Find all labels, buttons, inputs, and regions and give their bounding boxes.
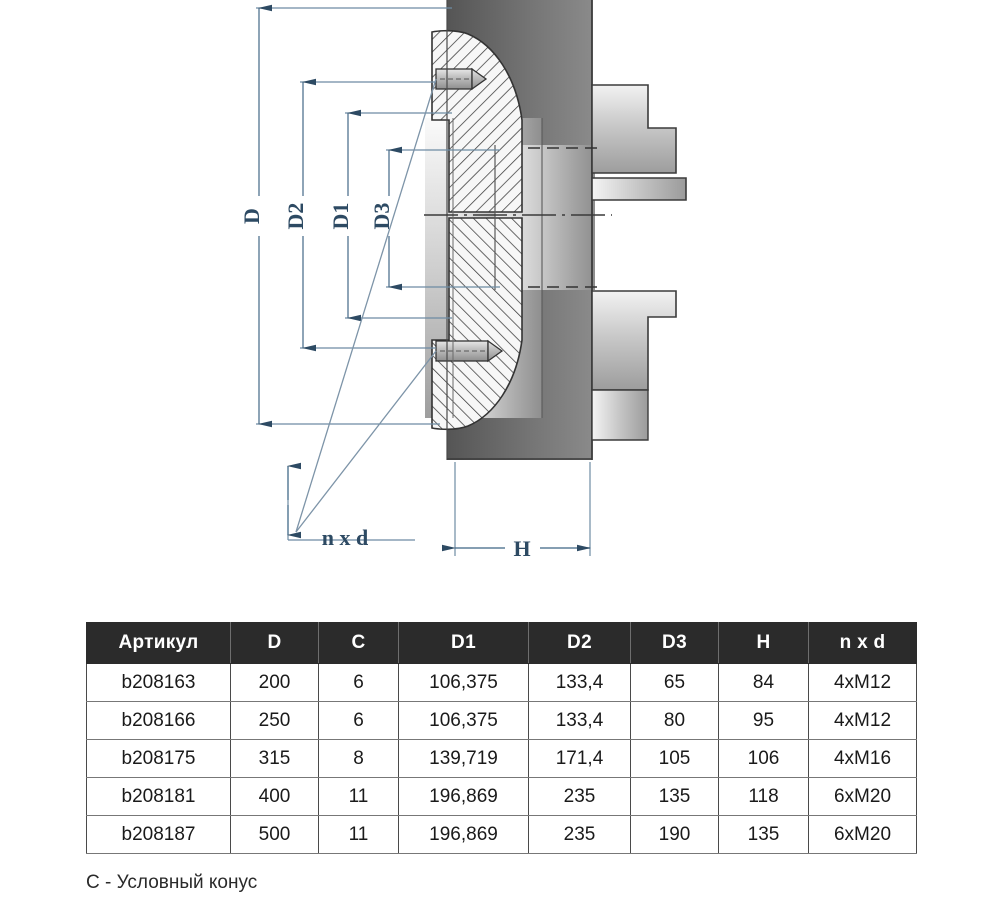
- cell-D1: 139,719: [398, 739, 529, 778]
- cell-nxd: 4хМ16: [808, 739, 917, 778]
- cell-D3: 135: [630, 777, 719, 816]
- cell-C: 11: [318, 777, 399, 816]
- cell-nxd: 6хМ20: [808, 777, 917, 816]
- cell-D2: 133,4: [528, 701, 631, 740]
- column-header-D2: D2: [528, 622, 631, 664]
- chuck-body-group: [424, 0, 687, 460]
- cell-nxd: 4хМ12: [808, 663, 917, 702]
- column-header-C: C: [318, 622, 399, 664]
- specification-table: Артикул D C D1 D2 D3 H n x d b208163 200…: [86, 622, 917, 854]
- cell-H: 84: [718, 663, 809, 702]
- column-header-D1: D1: [398, 622, 529, 664]
- dimension-H: [442, 462, 591, 556]
- cell-D1: 196,869: [398, 777, 529, 816]
- cell-D2: 133,4: [528, 663, 631, 702]
- cell-nxd: 6хМ20: [808, 815, 917, 854]
- cell-C: 6: [318, 663, 399, 702]
- cell-D2: 235: [528, 815, 631, 854]
- cell-article: b208163: [86, 663, 231, 702]
- cell-article: b208166: [86, 701, 231, 740]
- cell-C: 8: [318, 739, 399, 778]
- dimension-label-D: D: [239, 208, 264, 224]
- column-header-nxd: n x d: [808, 622, 917, 664]
- cell-H: 106: [718, 739, 809, 778]
- dimension-label-nxd: n x d: [322, 525, 368, 550]
- cell-H: 118: [718, 777, 809, 816]
- cell-D: 315: [230, 739, 319, 778]
- cell-D1: 106,375: [398, 663, 529, 702]
- cell-H: 95: [718, 701, 809, 740]
- lower-jaw: [591, 290, 677, 441]
- cell-D: 500: [230, 815, 319, 854]
- dimension-label-H: H: [513, 536, 530, 561]
- cell-D3: 65: [630, 663, 719, 702]
- cell-H: 135: [718, 815, 809, 854]
- nxd-leader-lines: [287, 78, 437, 541]
- table-row: b208175 315 8 139,719 171,4 105 106 4хМ1…: [86, 739, 917, 778]
- column-header-D3: D3: [630, 622, 719, 664]
- column-header-D: D: [230, 622, 319, 664]
- column-header-H: H: [718, 622, 809, 664]
- cell-D2: 235: [528, 777, 631, 816]
- cell-article: b208187: [86, 815, 231, 854]
- cell-C: 11: [318, 815, 399, 854]
- technical-drawing: D D2 D1 D3 n x d H: [239, 0, 687, 561]
- upper-bolt: [435, 67, 488, 91]
- cell-D3: 105: [630, 739, 719, 778]
- cell-D1: 106,375: [398, 701, 529, 740]
- cell-D: 250: [230, 701, 319, 740]
- specification-table-container: Артикул D C D1 D2 D3 H n x d b208163 200…: [86, 622, 917, 854]
- cell-D3: 190: [630, 815, 719, 854]
- dimension-label-D3: D3: [369, 203, 394, 230]
- table-header-row: Артикул D C D1 D2 D3 H n x d: [86, 622, 917, 664]
- cell-C: 6: [318, 701, 399, 740]
- table-row: b208181 400 11 196,869 235 135 118 6хМ20: [86, 777, 917, 816]
- table-row: b208187 500 11 196,869 235 190 135 6хМ20: [86, 815, 917, 854]
- table-row: b208166 250 6 106,375 133,4 80 95 4хМ12: [86, 701, 917, 740]
- cell-article: b208181: [86, 777, 231, 816]
- lower-bolt: [435, 339, 504, 363]
- upper-jaw: [591, 84, 687, 201]
- cell-D3: 80: [630, 701, 719, 740]
- cell-D: 200: [230, 663, 319, 702]
- dimension-label-D2: D2: [283, 203, 308, 230]
- table-footnote: C - Условный конус: [86, 872, 258, 893]
- dimension-label-D1: D1: [328, 203, 353, 230]
- cell-D2: 171,4: [528, 739, 631, 778]
- chuck-drawing-svg: D D2 D1 D3 n x d H: [239, 0, 687, 561]
- cell-article: b208175: [86, 739, 231, 778]
- cell-D: 400: [230, 777, 319, 816]
- cell-D1: 196,869: [398, 815, 529, 854]
- cell-nxd: 4хМ12: [808, 701, 917, 740]
- dimension-lines: [256, 4, 591, 556]
- table-row: b208163 200 6 106,375 133,4 65 84 4хМ12: [86, 663, 917, 702]
- column-header-article: Артикул: [86, 622, 231, 664]
- section-hatch-lower: [431, 217, 523, 431]
